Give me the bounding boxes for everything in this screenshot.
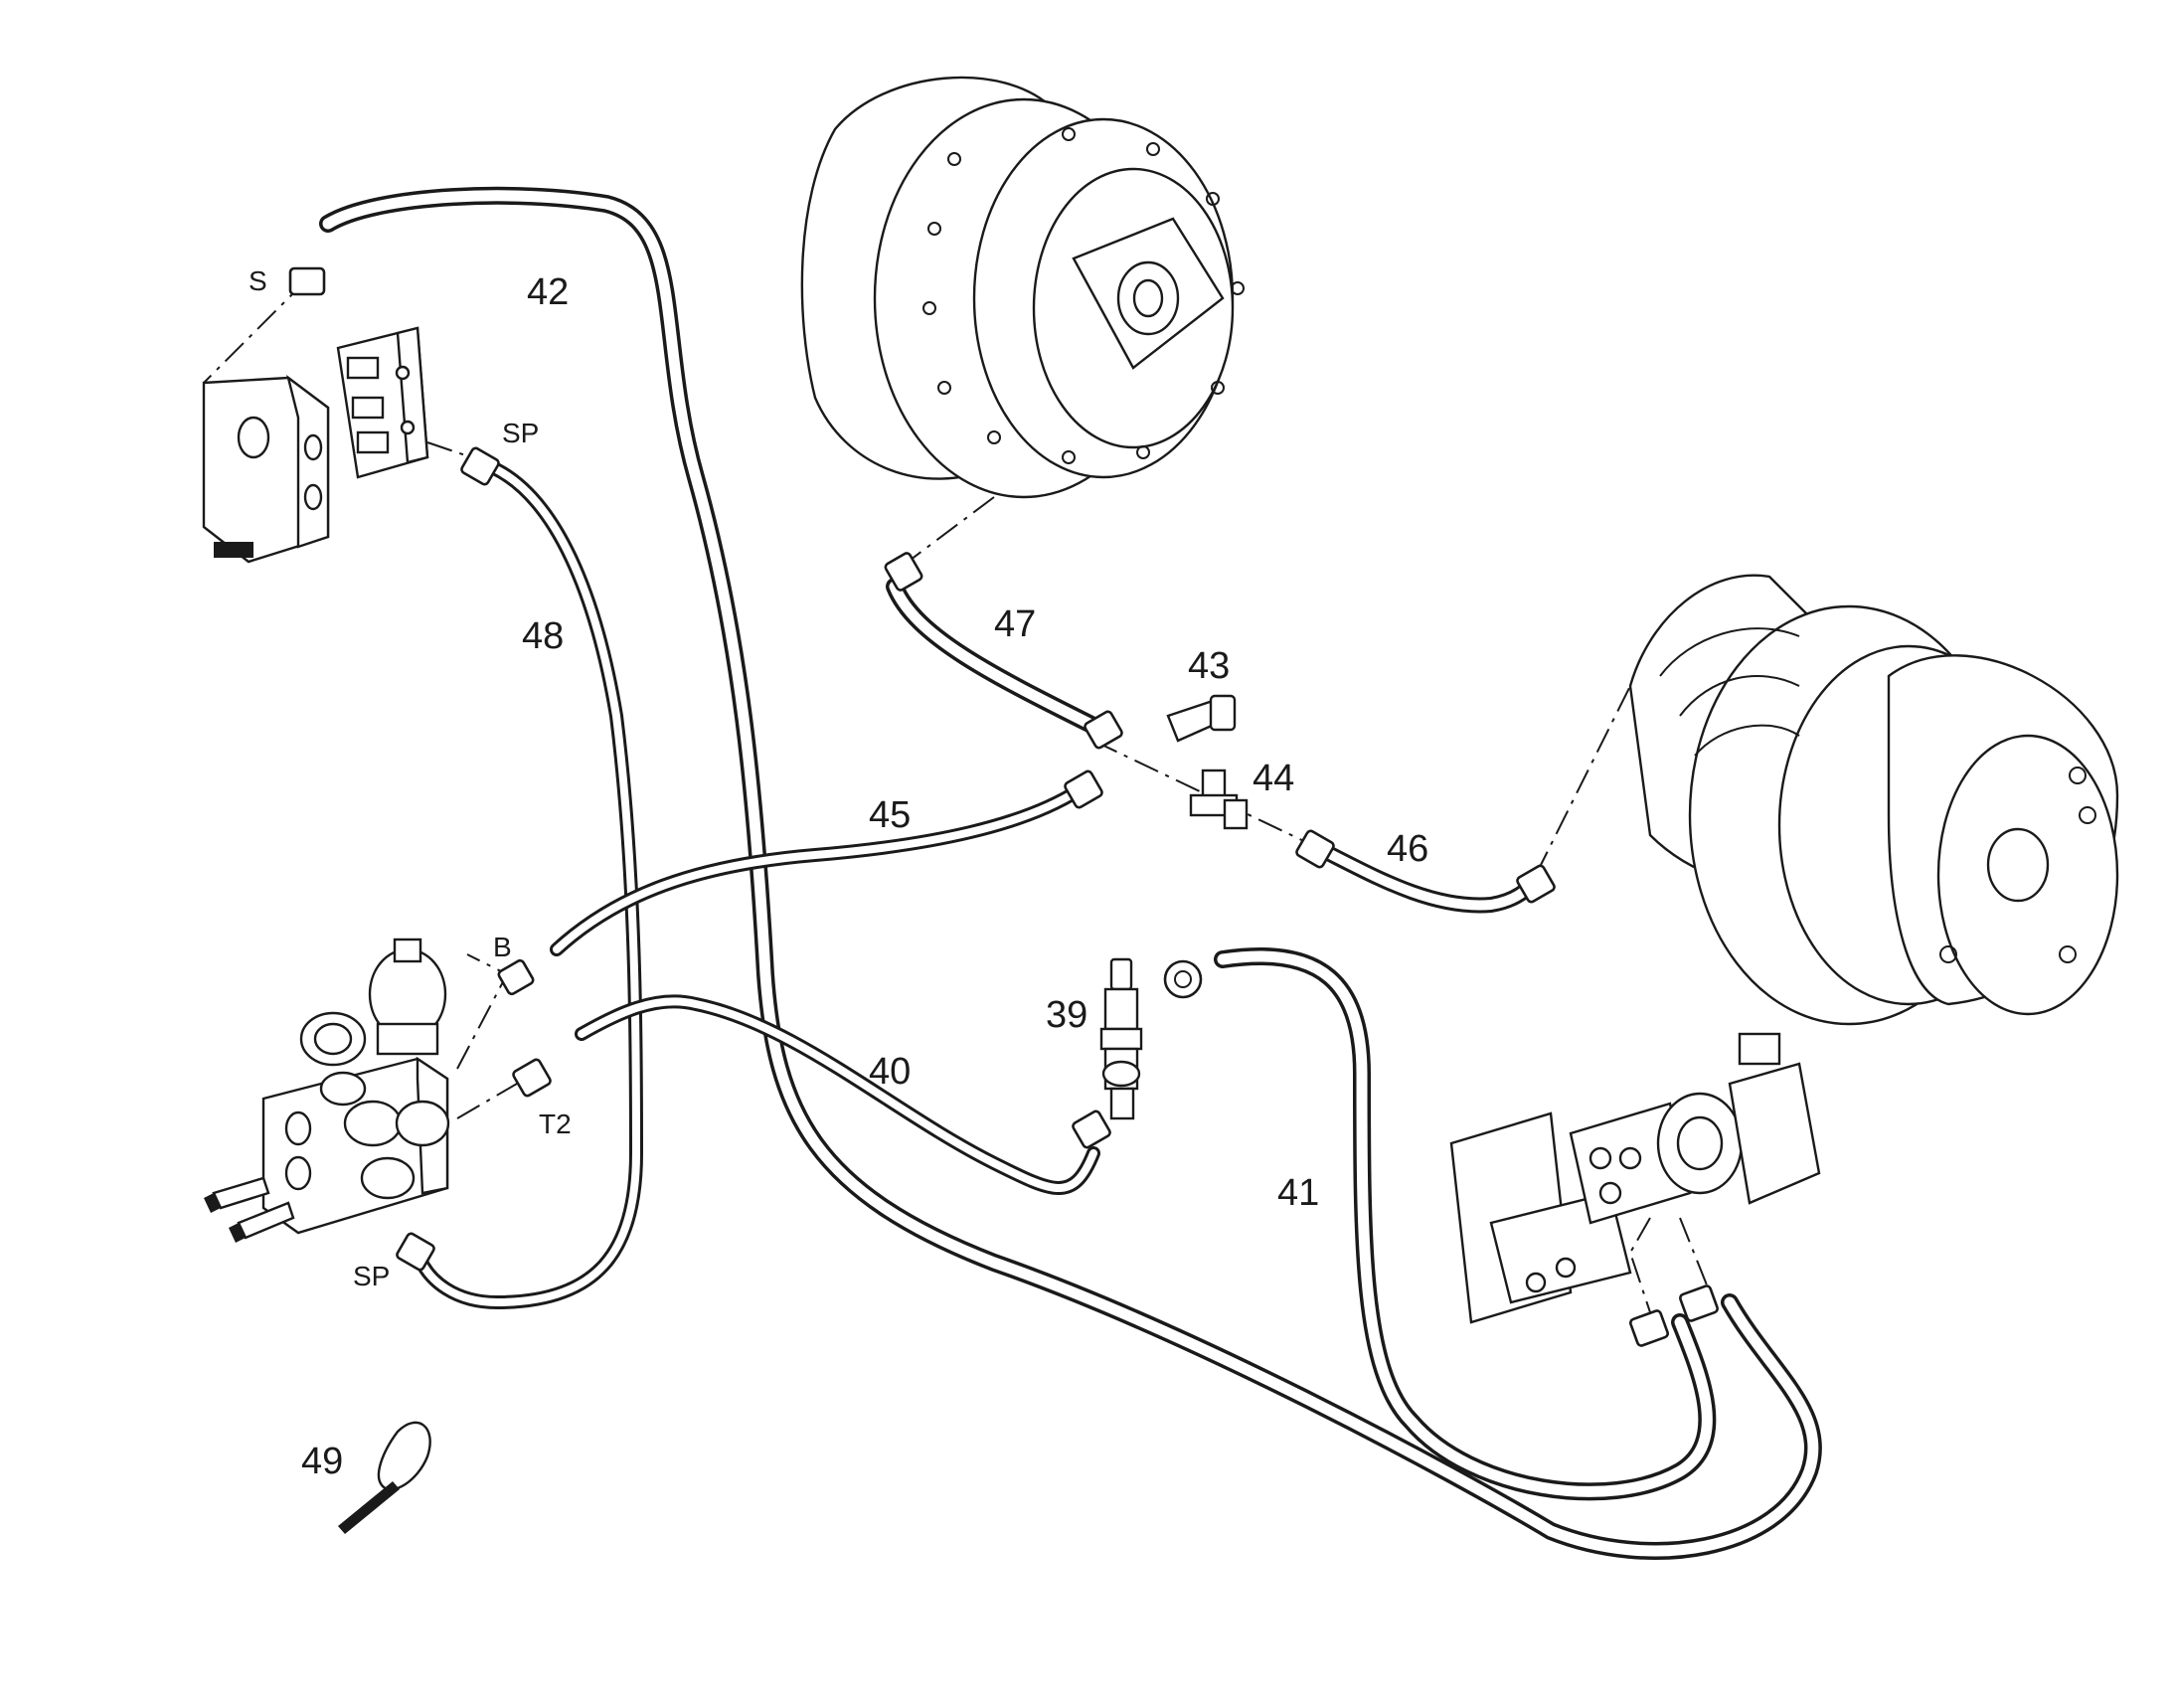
fitting-47-bottom: [1084, 710, 1123, 750]
hose-47: [886, 578, 1102, 735]
fitting-46-right: [1516, 864, 1556, 904]
top-travel-motor: [800, 76, 1245, 499]
part-49-cable-tie: [338, 1421, 431, 1534]
fitting-40-end: [1072, 1110, 1111, 1149]
callout-39: 39: [1046, 994, 1087, 1036]
port-label-sp-top: SP: [502, 418, 539, 448]
callout-41: 41: [1277, 1172, 1319, 1214]
callout-40: 40: [869, 1051, 911, 1093]
fitting-41-lower: [1629, 1309, 1669, 1347]
callout-46: 46: [1387, 828, 1428, 870]
hose-48: [411, 460, 643, 1309]
callout-44: 44: [1253, 758, 1294, 799]
fitting-b: [497, 958, 535, 996]
hose-42: [319, 186, 1822, 1560]
right-travel-motor: [1628, 574, 2119, 1026]
hose-45: [550, 783, 1086, 956]
callout-42: 42: [527, 271, 569, 313]
fitting-41-top: [1163, 959, 1203, 999]
hose-46: [1314, 842, 1544, 914]
fitting-sp-top: [460, 446, 500, 486]
callout-48: 48: [522, 615, 564, 657]
part-39-valve: [1099, 957, 1143, 1120]
fitting-s: [288, 266, 326, 296]
fitting-47-top: [884, 552, 923, 592]
left-valve-assembly: [204, 938, 450, 1243]
callout-47: 47: [994, 603, 1036, 645]
bottom-right-valve-block: [1449, 1032, 1821, 1324]
port-label-sp-bottom: SP: [353, 1261, 390, 1291]
fitting-42-lower: [1679, 1284, 1719, 1322]
hose-40: [575, 994, 1100, 1195]
port-label-t2: T2: [539, 1109, 572, 1139]
port-label-b: B: [493, 932, 512, 962]
fitting-sp-bottom: [396, 1232, 435, 1272]
port-label-s: S: [249, 265, 267, 296]
top-left-valve-block: [202, 326, 429, 564]
part-43-elbow: [1166, 694, 1237, 743]
callout-49: 49: [301, 1441, 343, 1482]
fitting-46-left: [1295, 829, 1335, 869]
fitting-t2: [512, 1058, 552, 1098]
fitting-45-end: [1064, 769, 1103, 809]
hose-41: [1214, 946, 1717, 1501]
callout-43: 43: [1188, 645, 1230, 687]
part-44-tee: [1189, 769, 1249, 830]
callout-45: 45: [869, 794, 911, 836]
